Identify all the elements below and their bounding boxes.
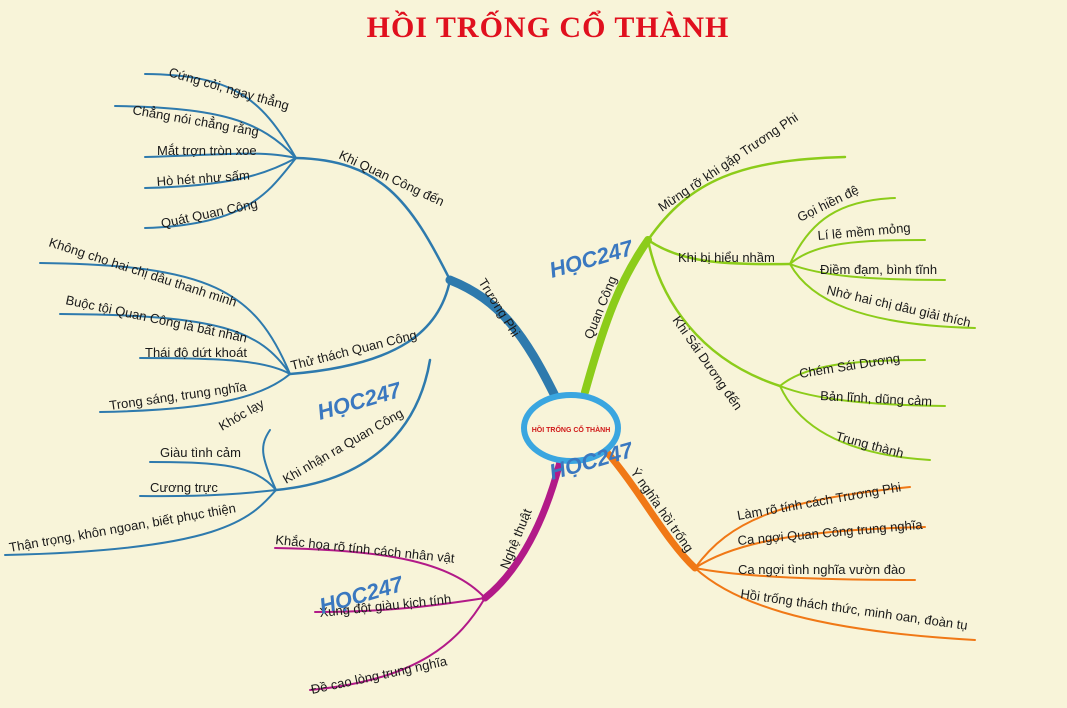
leaf-line bbox=[144, 157, 297, 229]
sub-branch-line bbox=[646, 238, 792, 266]
sub-branch-line bbox=[274, 358, 432, 492]
leaf-line bbox=[694, 567, 916, 581]
sub-label: Thử thách Quan Công bbox=[289, 327, 418, 373]
leaf-line bbox=[779, 359, 926, 387]
leaf-line bbox=[4, 489, 277, 556]
sub-label: Khi bị hiểu nhầm bbox=[678, 250, 775, 265]
main-branch-line bbox=[581, 236, 652, 396]
center-ellipse bbox=[521, 392, 621, 464]
leaf-line bbox=[144, 152, 297, 159]
leaf-line bbox=[789, 239, 926, 265]
sub-branch-line bbox=[288, 278, 452, 376]
leaf-line bbox=[39, 262, 291, 375]
leaf-label: Cứng cỏi, ngay thẳng bbox=[167, 64, 291, 113]
sub-label: Khi Quan Công đến bbox=[337, 147, 447, 209]
leaf-line bbox=[139, 489, 277, 498]
main-branch-line bbox=[601, 446, 699, 572]
leaf-line bbox=[144, 73, 297, 159]
leaf-label: Ca ngợi tình nghĩa vườn đào bbox=[738, 562, 905, 577]
leaf-line bbox=[149, 461, 277, 491]
leaf-line bbox=[694, 526, 926, 569]
leaf-line bbox=[309, 597, 486, 691]
leaf-line bbox=[314, 597, 486, 613]
branch-y-nghia bbox=[601, 446, 976, 641]
leaf-line bbox=[789, 263, 976, 329]
main-branch-line bbox=[445, 275, 561, 403]
leaf-label: Khắc họa rõ tính cách nhân vật bbox=[275, 532, 456, 566]
leaf-line bbox=[779, 385, 946, 407]
sub-branch-line bbox=[646, 155, 847, 242]
main-branch-line bbox=[481, 458, 564, 602]
page-title: HỒI TRỐNG CỔ THÀNH bbox=[367, 10, 730, 44]
leaf-line bbox=[694, 486, 911, 569]
leaf-label: Thận trọng, khôn ngoan, biết phục thiện bbox=[8, 500, 237, 555]
branch-quan-cong bbox=[581, 155, 976, 461]
branch-nghe-thuat bbox=[274, 458, 564, 691]
leaf-label: Gọi hiền đệ bbox=[795, 182, 861, 225]
branch-label-y-nghia: Ý nghĩa hồi trống bbox=[628, 465, 697, 555]
leaf-line bbox=[262, 429, 277, 491]
leaf-label: Chẳng nói chẳng rằng bbox=[131, 102, 260, 139]
leaf-label: Trung thành bbox=[834, 428, 905, 461]
leaf-label: Điềm đạm, bình tĩnh bbox=[820, 262, 937, 277]
leaf-label: Bản lĩnh, dũng cảm bbox=[820, 388, 933, 409]
leaf-line bbox=[789, 197, 896, 265]
leaf-line bbox=[114, 105, 297, 159]
leaf-label: Đề cao lòng trung nghĩa bbox=[310, 653, 450, 697]
leaf-line bbox=[274, 547, 486, 599]
leaf-line bbox=[694, 567, 976, 641]
center-label: HỒI TRỐNG CỔ THÀNH bbox=[532, 424, 611, 434]
sub-branch-line bbox=[294, 156, 452, 282]
leaf-line bbox=[59, 313, 291, 375]
leaf-label: Thái độ dứt khoát bbox=[145, 345, 247, 360]
sub-branch-line bbox=[646, 238, 782, 388]
leaf-line bbox=[789, 263, 946, 281]
branch-truong-phi bbox=[4, 73, 561, 556]
branch-label-truong-phi: Trương Phi bbox=[475, 276, 523, 340]
leaf-label: Làm rõ tính cách Trương Phi bbox=[736, 479, 902, 523]
leaf-label: Chém Sái Dương bbox=[798, 350, 901, 381]
leaf-label: Cương trực bbox=[150, 480, 218, 495]
center-node: HỒI TRỐNG CỔ THÀNH bbox=[521, 392, 621, 464]
leaf-line bbox=[779, 385, 931, 461]
leaf-label: Quát Quan Công bbox=[160, 196, 259, 231]
leaf-line bbox=[99, 373, 291, 413]
leaf-label: Hò hét như sấm bbox=[156, 168, 250, 189]
leaf-label: Mắt trợn tròn xoe bbox=[157, 143, 257, 158]
leaf-label: Nhờ hai chị dâu giải thích bbox=[825, 282, 972, 330]
leaf-label: Giàu tình cảm bbox=[160, 445, 241, 460]
leaf-line bbox=[139, 357, 291, 375]
leaf-line bbox=[144, 157, 297, 189]
leaf-label: Ca ngợi Quan Công trung nghĩa bbox=[737, 517, 924, 548]
sub-label: Khi Sái Dương đến bbox=[670, 313, 746, 413]
